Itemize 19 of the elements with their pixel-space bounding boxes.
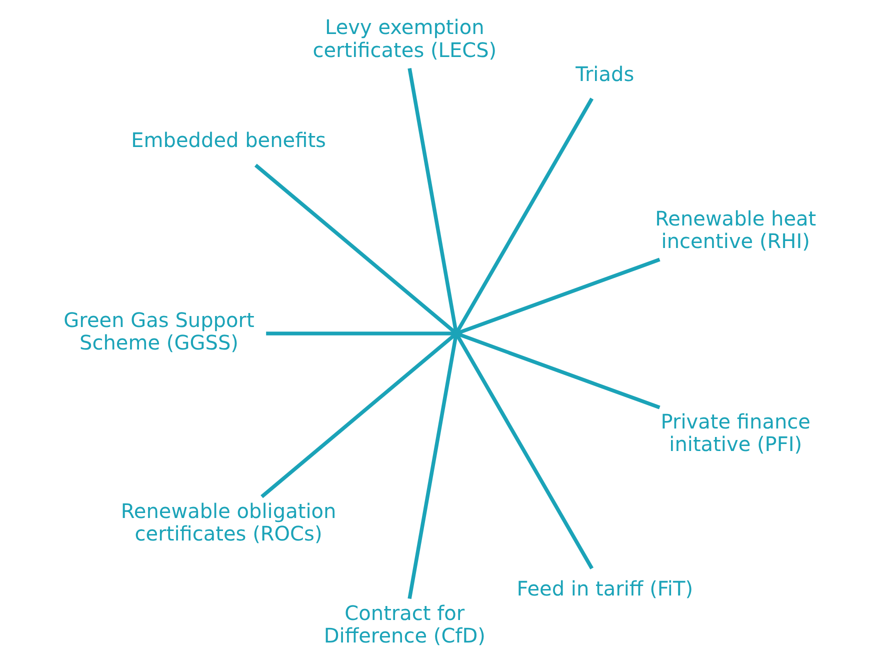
node-text: Contract for Difference (CfD) xyxy=(324,600,486,648)
connector xyxy=(408,68,458,330)
connector xyxy=(266,332,453,336)
connector xyxy=(459,258,660,334)
node-text: Renewable obligation certificates (ROCs) xyxy=(120,499,336,546)
node-text: Private finance initative (PFI) xyxy=(660,410,810,456)
node-text: Feed in tariff (FiT) xyxy=(516,576,694,601)
connector xyxy=(459,333,660,410)
connector xyxy=(260,334,455,498)
node-text: Levy exemption certificates (LECS) xyxy=(312,15,497,62)
node-point xyxy=(452,329,461,338)
connector xyxy=(456,336,594,570)
connector xyxy=(456,98,594,332)
node-text: Embedded benefits xyxy=(131,128,326,152)
node-text: Triads xyxy=(576,62,634,86)
node-text: Renewable heat incentive (RHI) xyxy=(655,206,816,253)
connector xyxy=(408,336,458,599)
node-text: Green Gas Support Scheme (GGSS) xyxy=(64,308,254,355)
connector xyxy=(254,164,455,333)
